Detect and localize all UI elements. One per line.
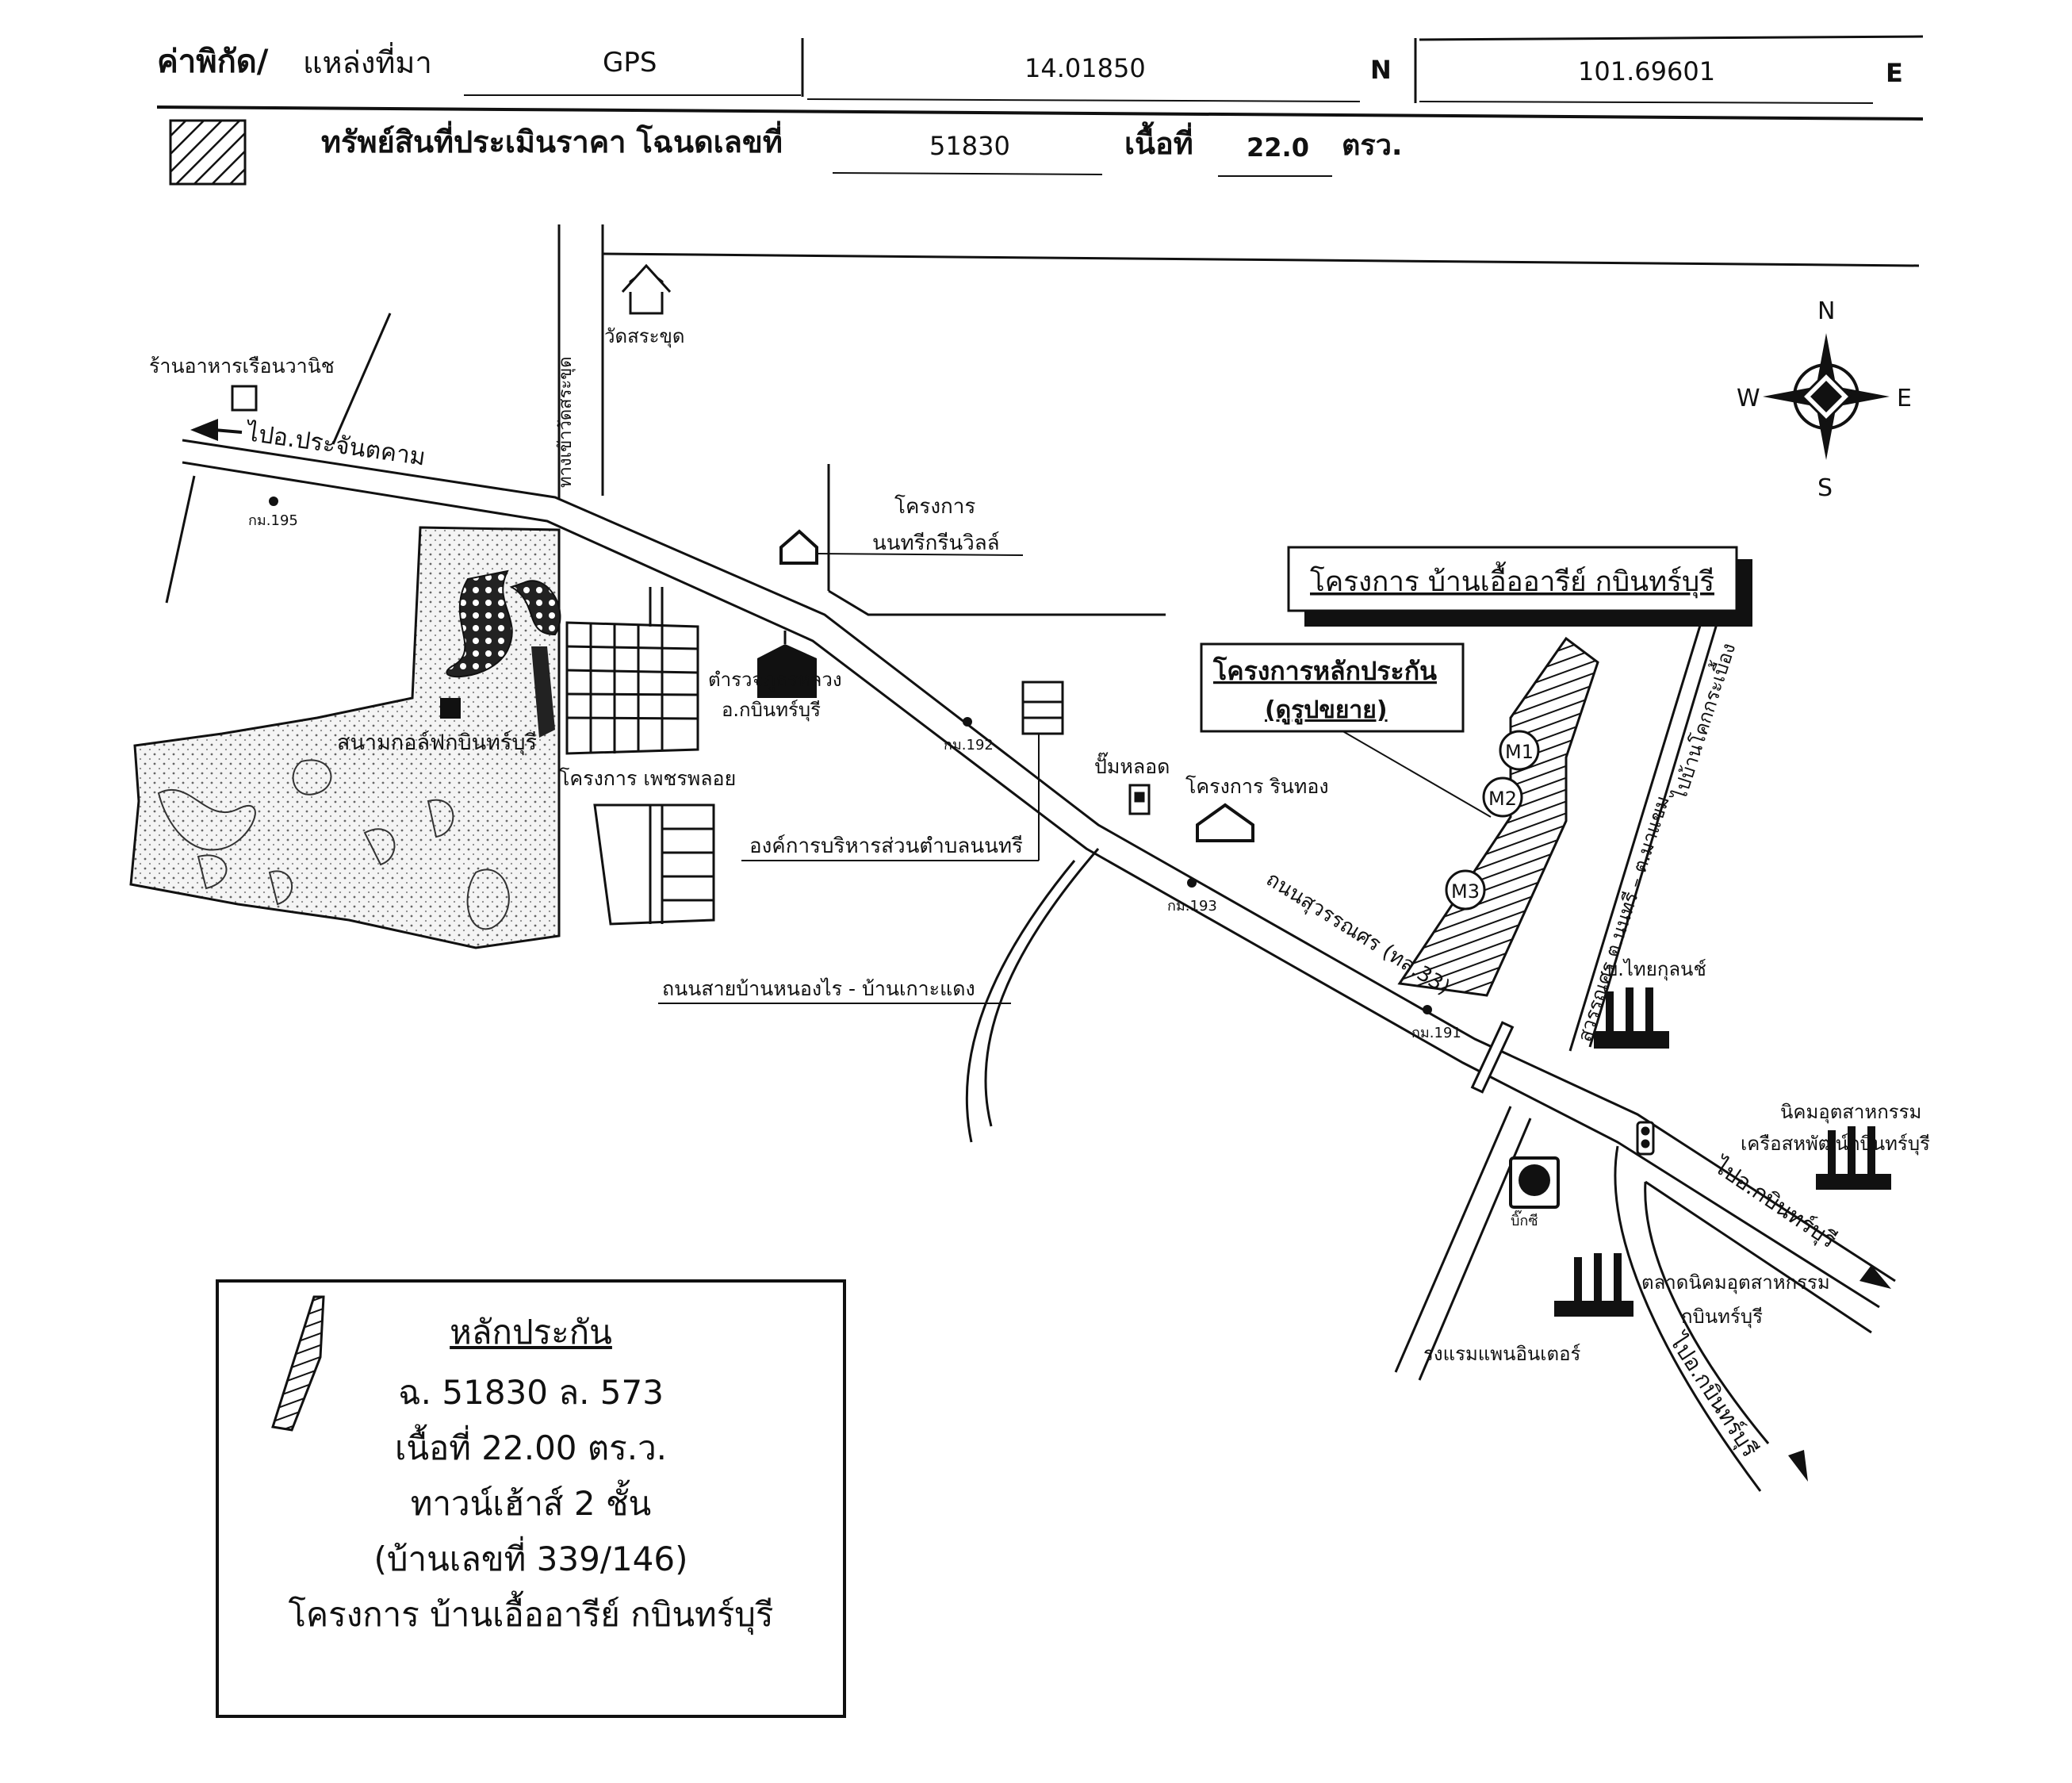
label-petchploy: โครงการ เพชรพลอย: [559, 767, 736, 790]
collateral-legend: หลักประกัน ฉ. 51830 ล. 573 เนื้อที่ 22.0…: [216, 1279, 846, 1718]
factory-icon-market: [1554, 1253, 1633, 1317]
label-rinthong: โครงการ รินทอง: [1185, 775, 1329, 798]
label-wat-road: ทางเข้าวัดสระขุด: [556, 356, 576, 488]
petchploy-grid-upper: [565, 587, 699, 755]
label-nonthree-1: โครงการ: [894, 494, 975, 519]
label-thai-kulon: บ.ไทยกุลนช์: [1606, 958, 1706, 981]
bigc-icon: [1509, 1156, 1560, 1209]
coord-label: ค่าพิกัด/: [157, 44, 269, 80]
unit-m3: M3: [1451, 880, 1480, 903]
factory-icon-thaikulon: [1594, 987, 1669, 1049]
label-lamp: ปั๊มหลอด: [1094, 752, 1170, 778]
label-industrial-2: เครือสหพัฒน์กบินทร์บุรี: [1741, 1133, 1930, 1156]
label-industrial-1: นิคมอุตสาหกรรม: [1780, 1101, 1921, 1124]
label-wat: วัดสระขุด: [604, 325, 684, 348]
petchploy-grid-lower: [593, 803, 715, 926]
label-restaurant: ร้านอาหารเรือนวานิช: [149, 355, 335, 378]
label-golf: สนามกอล์ฟกบินทร์บุรี: [337, 730, 537, 756]
legend-line-2: เนื้อที่ 22.00 ตร.ว.: [394, 1428, 668, 1467]
latitude-value: 14.01850: [1025, 53, 1146, 83]
label-bigc: บิ๊กซี: [1511, 1210, 1538, 1229]
legend-line-3: ทาวน์เฮ้าส์ 2 ชั้น: [410, 1484, 652, 1523]
label-km193: กม.193: [1167, 898, 1217, 915]
legend-line-1: ฉ. 51830 ล. 573: [398, 1373, 664, 1412]
collateral-project-note: (ดูรูปขยาย): [1265, 696, 1388, 725]
compass-rose: N S E W: [1737, 297, 1912, 502]
unit-m2: M2: [1488, 788, 1517, 810]
header-rules: [156, 35, 1924, 177]
label-km192: กม.192: [944, 737, 994, 753]
latitude-direction: N: [1370, 55, 1392, 85]
factory-icon-industrial: [1816, 1126, 1891, 1190]
label-market-2: กบินทร์บุรี: [1681, 1306, 1763, 1329]
km-marker-icons: [269, 497, 1432, 1014]
house-icon-nonthree: [779, 529, 818, 565]
longitude-value: 101.69601: [1578, 56, 1716, 86]
area-value: 22.0: [1247, 132, 1309, 163]
label-nongrai-road: ถนนสายบ้านหนองไร - บ้านเกาะแดง: [662, 977, 975, 1000]
legend-line-5: โครงการ บ้านเอื้ออารีย์ กบินทร์บุรี: [288, 1595, 774, 1634]
label-to-kabin-1: ไปอ.กบินทร์บุรี: [1708, 1152, 1841, 1254]
legend-title: หลักประกัน: [450, 1313, 612, 1352]
legend-line-4: (บ้านเลขที่ 339/146): [373, 1540, 688, 1578]
collateral-project-label: โครงการหลักประกัน: [1212, 656, 1437, 686]
longitude-direction: E: [1886, 58, 1903, 88]
source-label: แหล่งที่มา: [303, 45, 432, 80]
label-police-1: ตำรวจภูธรหลวง: [708, 669, 842, 692]
label-police-2: อ.กบินทร์บุรี: [722, 699, 821, 722]
gas-station-icon: [1128, 784, 1151, 815]
project-title-box: โครงการ บ้านเอื้ออารีย์ กบินทร์บุรี: [1287, 546, 1752, 627]
roads: [165, 224, 1920, 1492]
label-tambon-admin: องค์การบริหารส่วนตำบลนนทรี: [749, 834, 1023, 858]
bridge: [1470, 1021, 1515, 1094]
golf-course-area: [129, 526, 561, 949]
label-to-kabin-2: ไปอ.กบินทร์บุรี: [1663, 1328, 1763, 1462]
compass-s: S: [1817, 474, 1833, 502]
tambon-office-icon: [1021, 681, 1064, 735]
label-suwannason-side: สุวรรณศร ต.นนทรี – ต.มาแขม: [1573, 793, 1675, 1045]
temple-icon: [621, 263, 672, 315]
collateral-project-box: โครงการหลักประกัน (ดูรูปขยาย): [1200, 642, 1465, 733]
label-market-1: ตลาดนิคมอุตสาหกรรม: [1641, 1271, 1830, 1294]
police-station-icon: [757, 631, 817, 698]
compass-w: W: [1737, 385, 1760, 412]
area-label: เนื้อที่: [1124, 126, 1193, 161]
source-value: GPS: [603, 47, 657, 79]
unit-markers: M1 M2 M3: [1445, 730, 1540, 911]
label-hotel: รงแรมแพนอินเตอร์: [1423, 1343, 1581, 1365]
legend-hatch-icon: [271, 1295, 325, 1432]
restaurant-icon: [231, 385, 258, 412]
label-to-ban-khok: ไปบ้านโคกกระเบื้อง: [1665, 639, 1741, 804]
direction-arrows: [190, 419, 1891, 1482]
house-icon-rinthong: [1196, 803, 1254, 842]
leader-nonthree: [816, 553, 1024, 556]
property-label: ทรัพย์สินที่ประเมินราคา โฉนดเลขที่: [321, 125, 783, 159]
label-km191: กม.191: [1411, 1025, 1461, 1041]
compass-e: E: [1897, 385, 1912, 412]
area-unit: ตรว.: [1342, 129, 1403, 162]
property-hatch-swatch: [169, 119, 247, 186]
label-km195: กม.195: [248, 512, 298, 529]
project-title: โครงการ บ้านเอื้ออารีย์ กบินทร์บุรี: [1310, 561, 1714, 598]
unit-m1: M1: [1505, 741, 1534, 763]
golf-icon: [440, 698, 461, 719]
compass-n: N: [1817, 297, 1835, 325]
traffic-light-icon: [1636, 1121, 1655, 1156]
deed-number: 51830: [929, 131, 1010, 161]
label-nonthree-2: นนทรีกรีนวิลล์: [872, 531, 1000, 555]
